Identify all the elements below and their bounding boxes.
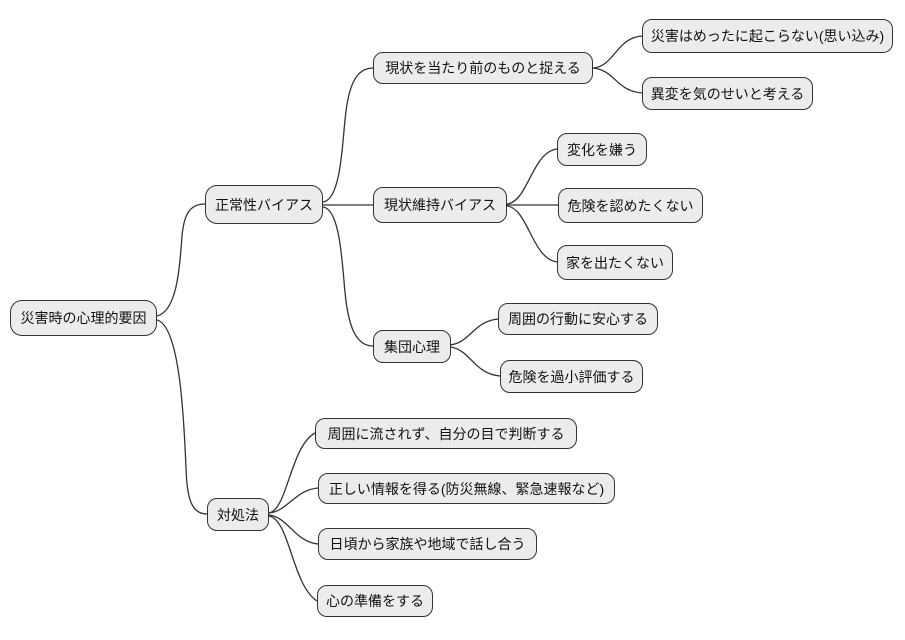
edge-counter-correct-info — [268, 487, 319, 514]
node-dislike-change: 変化を嫌う — [557, 133, 647, 166]
edge-group-reassured — [449, 318, 499, 346]
edge-view-dismiss-anomaly — [592, 67, 643, 94]
node-deny-danger: 危険を認めたくない — [558, 188, 703, 223]
node-take-status-quo-for-granted: 現状を当たり前のものと捉える — [373, 52, 593, 84]
node-dismiss-anomaly: 異変を気のせいと考える — [642, 77, 813, 110]
node-status-quo-bias: 現状維持バイアス — [373, 187, 507, 223]
node-mental-preparation: 心の準備をする — [317, 585, 433, 617]
edge-view-rarely-happen — [592, 35, 643, 69]
edge-sqbias-dislike-change — [506, 148, 558, 205]
node-root: 災害時の心理的要因 — [10, 300, 157, 336]
node-group-psychology: 集団心理 — [373, 330, 451, 363]
edge-root-countermeasures — [156, 319, 208, 515]
node-normalcy-bias: 正常性バイアス — [205, 185, 323, 224]
edge-sqbias-stay-home — [506, 205, 558, 263]
node-discuss-family-community: 日頃から家族や地域で話し合う — [318, 528, 537, 560]
edge-group-underestimate — [449, 346, 501, 377]
edge-normalcy-statusquo-view — [322, 67, 374, 203]
node-get-correct-info: 正しい情報を得る(防災無線、緊急速報など) — [318, 473, 615, 504]
edge-root-normalcy-bias — [156, 203, 206, 317]
edge-counter-discuss — [268, 514, 319, 545]
node-countermeasures: 対処法 — [207, 498, 269, 531]
edge-counter-judge-yourself — [268, 432, 316, 514]
node-judge-with-own-eyes: 周囲に流されず、自分の目で判断する — [315, 418, 577, 449]
node-reassured-by-others: 周囲の行動に安心する — [498, 303, 658, 335]
node-underestimate-danger: 危険を過小評価する — [500, 360, 643, 393]
node-stay-home: 家を出たくない — [557, 245, 673, 280]
node-disasters-rarely-happen: 災害はめったに起こらない(思い込み) — [642, 19, 893, 53]
edge-counter-mental-prep — [268, 515, 318, 602]
edge-normalcy-group-psych — [322, 206, 374, 347]
